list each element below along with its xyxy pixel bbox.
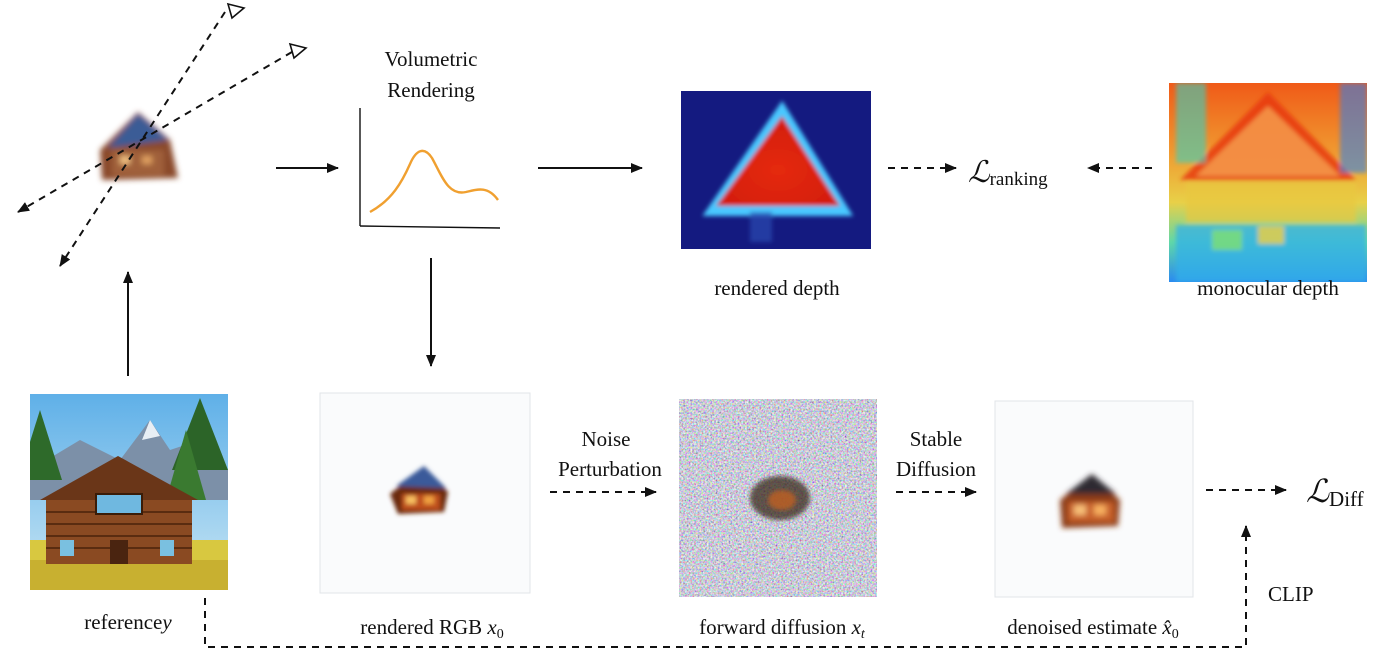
- scene-view: [17, 2, 308, 267]
- ranking-loss-subscript: ranking: [990, 169, 1049, 190]
- svg-text:ℒDiff: ℒDiff: [1306, 472, 1364, 511]
- clip-label: CLIP: [1268, 582, 1314, 606]
- diff-loss-subscript: Diff: [1329, 487, 1364, 511]
- forward-diffusion-label: forward diffusion xt: [699, 615, 866, 642]
- volumetric-rendering-plot: Volumetric Rendering: [359, 47, 501, 229]
- noise-label-line1: Noise: [582, 427, 631, 451]
- plot-x-axis: [359, 225, 501, 229]
- reference-image: [30, 394, 228, 590]
- denoised-estimate-label-sub: 0: [1172, 627, 1179, 642]
- forward-diffusion-image: [679, 399, 877, 597]
- rendered-depth-image: [681, 91, 871, 249]
- stable-label-line1: Stable: [910, 427, 963, 451]
- clip-path-line: [204, 525, 1251, 648]
- diff-loss: ℒDiff: [1306, 472, 1364, 511]
- rendered-rgb-label-var: x: [486, 615, 497, 639]
- stable-label-line2: Diffusion: [896, 457, 977, 481]
- rendered-rgb-image: [319, 392, 531, 594]
- rendered-rgb-label: rendered RGB x0: [360, 615, 503, 642]
- forward-diffusion-label-text: forward diffusion: [699, 615, 847, 639]
- volumetric-label-line2: Rendering: [387, 78, 475, 102]
- density-curve: [369, 149, 499, 214]
- rendered-depth-label: rendered depth: [714, 276, 840, 300]
- rendered-rgb-label-sub: 0: [497, 627, 504, 642]
- forward-diffusion-label-sub: t: [861, 627, 866, 642]
- ranking-loss: ℒranking: [968, 155, 1048, 190]
- svg-text:ℒranking: ℒranking: [968, 155, 1048, 190]
- denoised-estimate-label-var: x̂: [1161, 615, 1172, 639]
- camera-icon: [226, 2, 308, 60]
- forward-diffusion-label-var: x: [851, 615, 862, 639]
- monocular-depth-image: [1169, 83, 1367, 282]
- ranking-loss-symbol: ℒ: [968, 155, 991, 190]
- camera-rays: [17, 11, 293, 267]
- denoised-estimate-image: [994, 400, 1194, 598]
- volumetric-label-line1: Volumetric: [385, 47, 478, 71]
- rendered-rgb-label-text: rendered RGB: [360, 615, 482, 639]
- reference-label: referencey: [84, 610, 172, 634]
- reference-label-text: reference: [84, 610, 162, 634]
- noise-label-line2: Perturbation: [558, 457, 662, 481]
- reference-label-var: y: [160, 610, 172, 634]
- diff-loss-symbol: ℒ: [1306, 472, 1330, 510]
- denoised-estimate-label-text: denoised estimate: [1007, 615, 1157, 639]
- monocular-depth-label: monocular depth: [1197, 276, 1339, 300]
- denoised-estimate-label: denoised estimate x̂0: [1007, 615, 1178, 642]
